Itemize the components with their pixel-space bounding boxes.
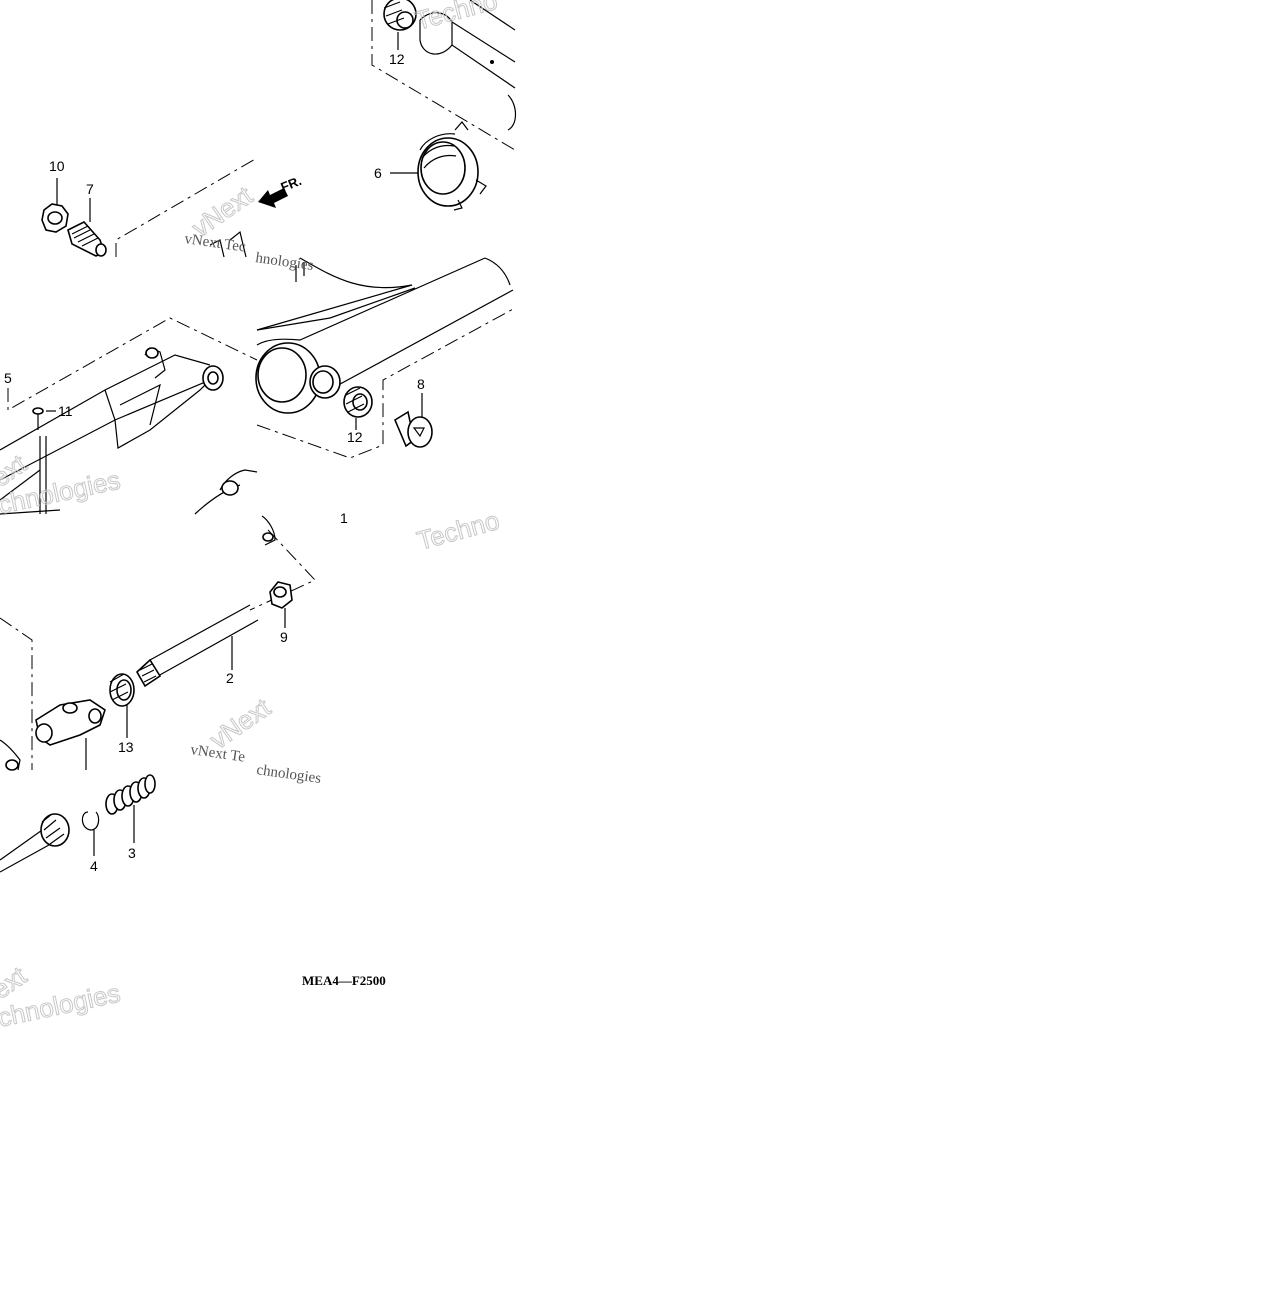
universal-joint-1 (35, 699, 106, 746)
pivot-plug-8 (393, 410, 433, 448)
tile-adjuster (41, 157, 288, 258)
tile-swingarm-pivot (255, 257, 516, 459)
callout-5: 5 (4, 370, 12, 386)
diagram-code: MEA4—F2500 (302, 973, 386, 988)
screw-11 (32, 407, 44, 430)
front-direction-arrow (258, 188, 288, 208)
callout-6: 6 (374, 165, 382, 181)
bearing-13 (109, 673, 135, 707)
callout-labels: 12 6 10 7 5 11 8 12 1 9 2 13 4 3 (4, 51, 425, 874)
tile-spring-ring (0, 774, 156, 873)
spring-3 (105, 774, 156, 815)
callout-1-upper: 1 (340, 510, 348, 526)
output-gear (40, 813, 70, 847)
watermark-chnologies-2: chnologies (255, 762, 322, 787)
bearing-12-upper (383, 0, 417, 31)
tile-swingarm-body (0, 317, 258, 515)
nut-9 (269, 581, 293, 609)
callout-8: 8 (417, 376, 425, 392)
bearing-12-lower (343, 386, 373, 418)
front-direction-label: FR. (279, 173, 304, 195)
callout-7: 7 (86, 181, 94, 197)
callout-11: 11 (58, 403, 73, 419)
snap-ring-4 (81, 811, 100, 831)
ring-nut-6 (417, 121, 487, 211)
callout-12-lower: 12 (347, 429, 363, 445)
watermark-vnext-te-2: vNext Te (189, 742, 246, 766)
callout-10: 10 (49, 158, 65, 174)
lock-nut-10 (41, 203, 69, 233)
adjust-bolt-7 (67, 221, 107, 257)
tile-drive-shaft (0, 515, 316, 771)
watermark-techno-mid: Techno (414, 505, 503, 556)
callout-9: 9 (280, 629, 288, 645)
drive-shaft-2 (135, 604, 259, 688)
callout-12-upper: 12 (389, 51, 405, 67)
callout-2: 2 (226, 670, 234, 686)
callout-13: 13 (118, 739, 134, 755)
callout-4: 4 (90, 858, 98, 874)
callout-3: 3 (128, 845, 136, 861)
tile-swingarm-rear (257, 0, 517, 257)
